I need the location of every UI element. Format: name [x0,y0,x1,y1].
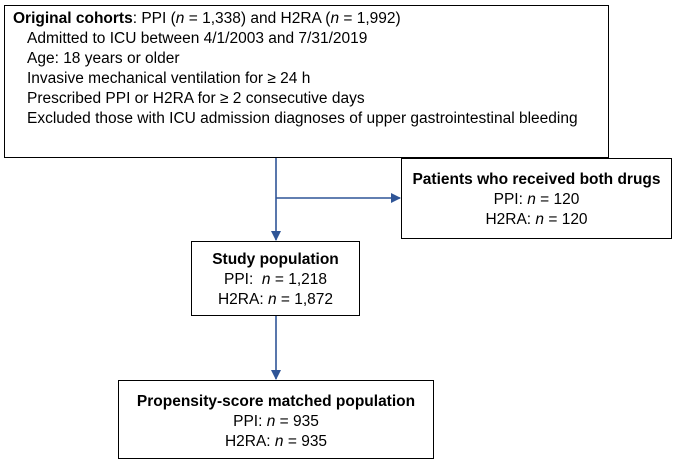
both-drugs-h2ra: H2RA: n = 120 [485,211,588,228]
matched-ppi: PPI: n = 935 [233,413,319,430]
criterion-exclusion: Excluded those with ICU admission diagno… [27,110,578,127]
criterion-ventilation: Invasive mechanical ventilation for ≥ 24… [27,70,311,87]
criterion-prescription: Prescribed PPI or H2RA for ≥ 2 consecuti… [27,90,365,107]
matched-population-title: Propensity-score matched population [136,393,416,410]
criterion-age: Age: 18 years or older [27,50,180,67]
matched-population-box: Propensity-score matched population PPI:… [118,380,434,459]
study-h2ra: H2RA: n = 1,872 [217,291,334,308]
study-population-box: Study population PPI: n = 1,218 H2RA: n … [191,241,360,316]
criterion-icu-dates: Admitted to ICU between 4/1/2003 and 7/3… [27,30,368,47]
both-drugs-box: Patients who received both drugs PPI: n … [401,158,672,239]
matched-h2ra: H2RA: n = 935 [224,433,328,450]
both-drugs-ppi: PPI: n = 120 [493,191,580,208]
original-cohorts-title: Original cohorts [13,10,133,27]
study-ppi: PPI: n = 1,218 [224,271,327,288]
study-population-title: Study population [212,251,339,268]
original-cohorts-box: Original cohorts: PPI (n = 1,338) and H2… [4,5,609,158]
both-drugs-title: Patients who received both drugs [412,171,661,188]
original-cohorts-header: Original cohorts: PPI (n = 1,338) and H2… [13,10,401,27]
